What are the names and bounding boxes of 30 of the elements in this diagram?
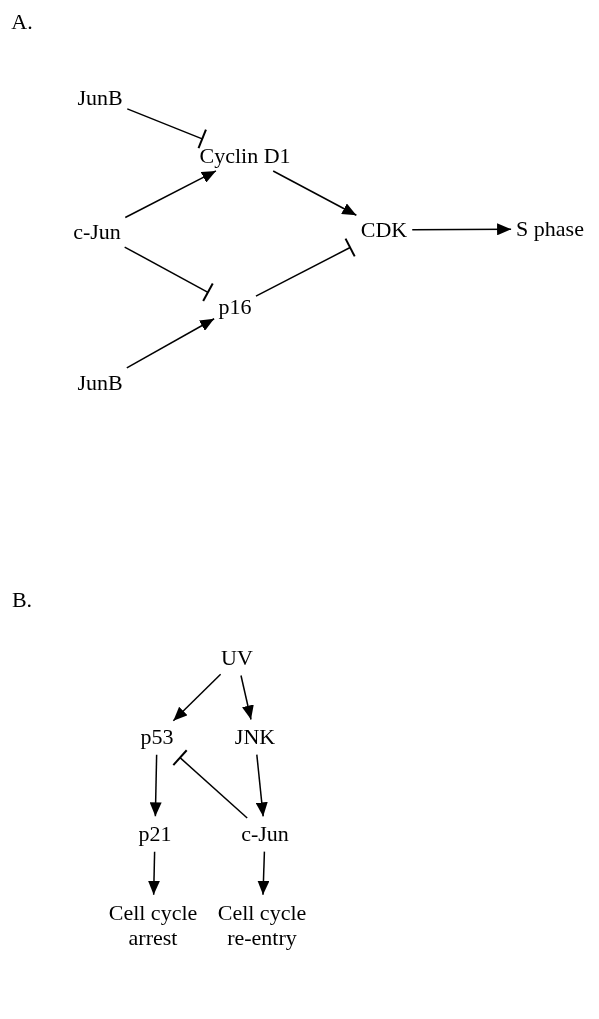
arrow <box>255 753 268 818</box>
inhibition-line <box>123 246 214 303</box>
gene-label: JNK <box>234 724 276 750</box>
arrow <box>126 318 215 369</box>
arrow <box>240 674 254 721</box>
inhibition-line <box>172 749 248 819</box>
gene-label: p16 <box>218 294 252 320</box>
gene-label: CDK <box>360 217 408 243</box>
gene-label: Cell cycle re-entry <box>212 899 312 951</box>
panel-letter: B. <box>11 587 33 613</box>
inhibition-line <box>126 108 207 150</box>
gene-label: c-Jun <box>241 821 289 847</box>
gene-label: p21 <box>138 821 172 847</box>
arrow <box>411 223 512 236</box>
arrow <box>147 850 160 896</box>
arrow <box>257 850 270 896</box>
gene-label: UV <box>221 645 253 671</box>
gene-label: JunB <box>77 370 123 396</box>
arrow <box>124 170 217 219</box>
arrow <box>149 753 162 818</box>
gene-label: p53 <box>140 724 174 750</box>
gene-label: c-Jun <box>73 219 121 245</box>
gene-label: Cyclin D1 <box>199 143 291 169</box>
arrow <box>172 673 222 722</box>
gene-label: Cell cycle arrest <box>103 899 203 951</box>
gene-label: S phase <box>516 216 584 242</box>
gene-label: JunB <box>77 85 123 111</box>
arrow <box>272 170 358 217</box>
inhibition-line <box>255 237 356 297</box>
panel-letter: A. <box>11 9 33 35</box>
